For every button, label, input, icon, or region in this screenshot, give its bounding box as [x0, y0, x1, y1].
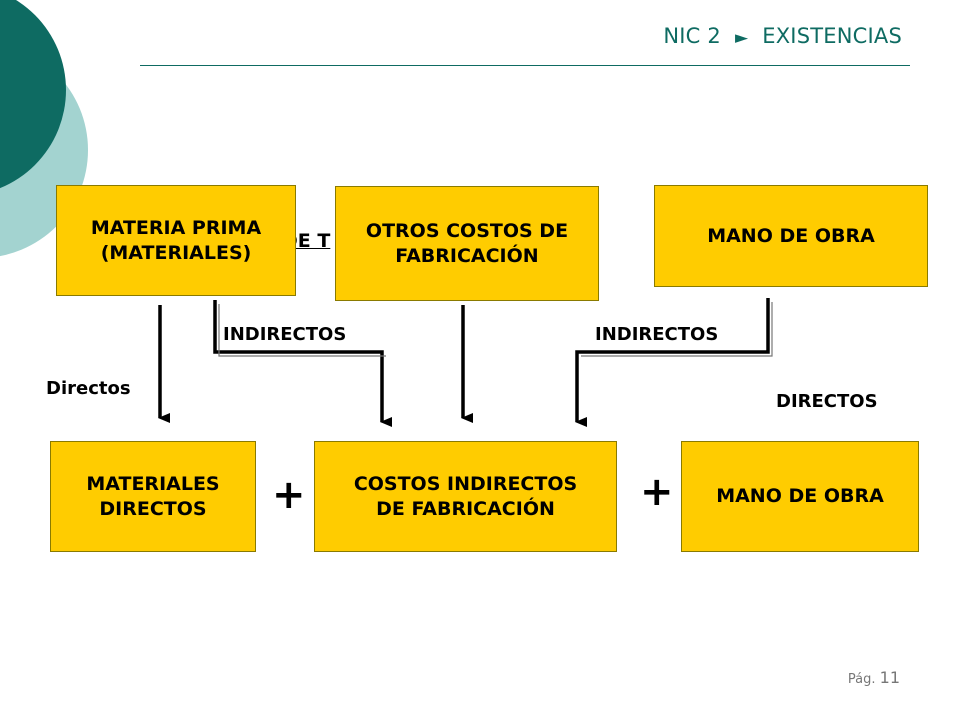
otros-costos-box: OTROS COSTOS DE FABRICACIÓN — [335, 186, 599, 301]
arrow-mano-obra-indirectos — [575, 298, 770, 427]
materiales-directos-box: MATERIALES DIRECTOS — [50, 441, 256, 552]
label-directos-right: DIRECTOS — [776, 391, 878, 412]
shadow-mano-obra-indirectos — [581, 302, 773, 357]
materia-prima-box: MATERIA PRIMA (MATERIALES) — [56, 185, 296, 296]
header-rule — [140, 65, 910, 66]
costos-indirectos-box: COSTOS INDIRECTOS DE FABRICACIÓN — [314, 441, 617, 552]
page-prefix: Pág. — [847, 672, 876, 687]
label-directos-left: Directos — [46, 378, 131, 399]
header-left: NIC 2 — [663, 24, 721, 48]
arrow-materia-indirectos — [213, 300, 392, 427]
mano-obra-bottom-box: MANO DE OBRA — [681, 441, 919, 552]
plus-left: + — [272, 472, 306, 518]
page-number-value: 11 — [879, 668, 900, 687]
decorative-circle-dark — [0, 0, 66, 189]
slide-header: NIC 2 ► EXISTENCIAS — [663, 24, 902, 48]
plus-right: + — [640, 469, 674, 515]
header-arrow-icon: ► — [734, 28, 749, 48]
shadow-materia-indirectos — [218, 304, 386, 357]
header-right: EXISTENCIAS — [762, 24, 902, 48]
label-indirectos-left: INDIRECTOS — [223, 324, 347, 345]
page-number: Pág. 11 — [848, 668, 900, 687]
label-indirectos-right: INDIRECTOS — [595, 324, 719, 345]
mano-obra-top-box: MANO DE OBRA — [654, 185, 928, 287]
